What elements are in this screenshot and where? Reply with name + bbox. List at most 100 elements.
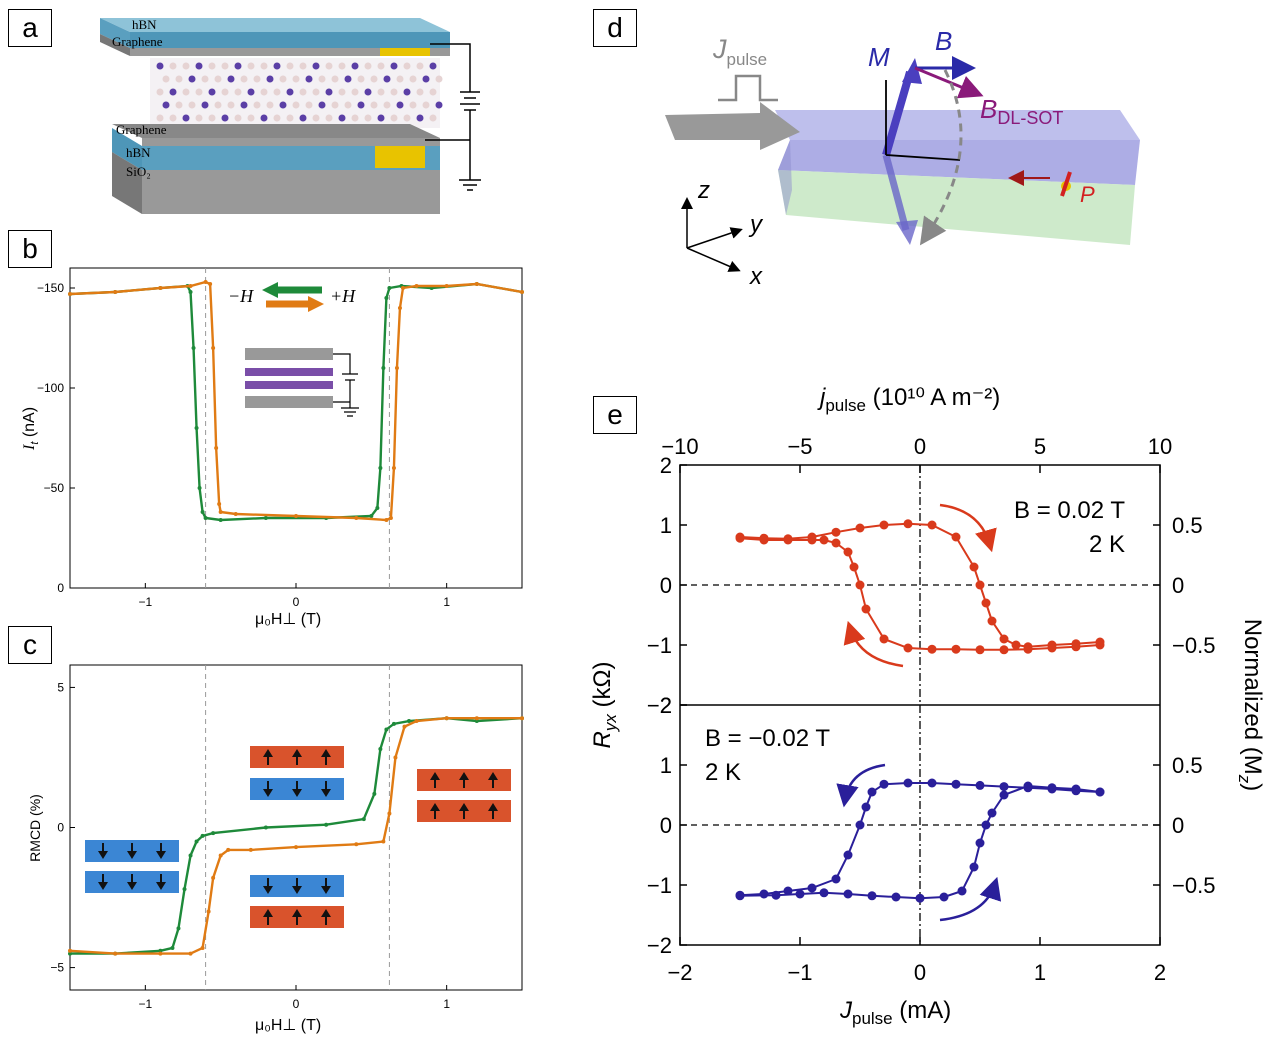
chart-b-point [233, 512, 238, 516]
chart-e-bottom-point [1023, 781, 1033, 791]
panel-label-d: d [593, 9, 637, 47]
annot-bottom-t: 2 K [705, 759, 741, 786]
chart-e-bottom-point [867, 787, 877, 797]
chart-e-top-point [975, 580, 985, 590]
panel-d-schematic: Jpulse M B BDL-SOT P z y x [665, 26, 1140, 290]
chart-e-bottom-point [1071, 784, 1081, 794]
atom [422, 101, 430, 109]
chart-c-point [294, 845, 298, 850]
chart-b-point [218, 510, 223, 514]
atom [357, 101, 365, 109]
chart-b-point [194, 426, 199, 430]
atom [435, 101, 443, 109]
atom [357, 75, 365, 83]
chart-b-point [375, 506, 380, 510]
atom [338, 114, 346, 122]
chart-e-top-point [927, 520, 937, 530]
chart-e-top-point [831, 538, 841, 548]
chart-e-bottom-rtick-label: −0.5 [1172, 873, 1215, 898]
atom [195, 114, 203, 122]
atom [299, 62, 307, 70]
chart-b-point [211, 346, 216, 350]
chart-e-bottom-point [999, 782, 1009, 792]
chart-b-point [394, 366, 399, 370]
chart-b-point [444, 284, 449, 288]
chart-e-top-ytick-label: 1 [660, 513, 672, 538]
chart-b-point [381, 366, 386, 370]
label-graphene-top: Graphene [112, 34, 163, 49]
atom [195, 62, 203, 70]
chart-b-point [400, 286, 405, 290]
label-sio2: SiO₂ [126, 164, 151, 179]
chart-c-point [387, 811, 392, 816]
atom [221, 114, 229, 122]
chart-c-point [263, 825, 268, 830]
atom [253, 101, 261, 109]
chart-e-bottom-point [981, 820, 991, 830]
chart-c-point [176, 926, 181, 931]
chart-c-point [381, 839, 386, 844]
chart-c-point [402, 724, 407, 729]
chart-e-top-point [903, 519, 913, 529]
chart-e-top-point [807, 535, 817, 545]
chart-e-xtick-label: −2 [667, 960, 692, 985]
chart-b-point [197, 486, 202, 490]
chart-c-ytick-label: −5 [50, 961, 64, 975]
chart-c-point [407, 719, 411, 724]
spin-down-head [263, 789, 273, 797]
chart-e-top-point [831, 527, 841, 537]
annot-bottom-b: B = −0.02 T [705, 725, 830, 752]
chart-c-frame [69, 664, 523, 991]
atom [429, 114, 437, 122]
label-hbn-top: hBN [132, 17, 157, 32]
annot-top-t: 2 K [1089, 531, 1125, 558]
chart-b-point [113, 290, 118, 294]
chart-e-top-point [927, 644, 937, 654]
chart-e-top-point [849, 562, 859, 572]
atom [318, 101, 326, 109]
chart-e-bottom-point [999, 790, 1009, 800]
chart-b-point [369, 514, 374, 518]
chart-e-top-point [999, 645, 1009, 655]
atom [429, 88, 437, 96]
chart-e-top-point [879, 634, 889, 644]
chart-c-point [384, 727, 389, 732]
chart-e-bottom-point [951, 779, 961, 789]
atom [221, 88, 229, 96]
chart-e-top-point [783, 535, 793, 545]
chart-e-top-ytick-label: 2 [660, 453, 672, 478]
chart-e-bottom-point [807, 883, 817, 893]
atom [325, 114, 333, 122]
chart-e-bottom-point [939, 892, 949, 902]
atom [286, 114, 294, 122]
chart-e-top-point [951, 532, 961, 542]
circuit-battery [425, 43, 481, 191]
atom [175, 75, 183, 83]
atom [227, 75, 235, 83]
chart-c-point [182, 887, 187, 892]
label-hbn-bottom: hBN [126, 145, 151, 160]
chart-e-top-point [855, 580, 865, 590]
atom [390, 88, 398, 96]
chart-e-bottom-ytick-label: −2 [647, 933, 672, 958]
atom [208, 114, 216, 122]
chart-e-top-point [999, 634, 1009, 644]
atom [403, 114, 411, 122]
chart-e-top-ytick-label: −1 [647, 633, 672, 658]
chart-c-point [211, 875, 216, 880]
chart-e-top-tick-label: −5 [787, 434, 812, 459]
atom [416, 62, 424, 70]
chart-e-top-point [879, 520, 889, 530]
axis-x: x [749, 263, 763, 290]
atom [260, 114, 268, 122]
spin-up-head [488, 772, 498, 780]
chart-c-point [393, 755, 398, 760]
chart-e-xtick-label: 1 [1034, 960, 1046, 985]
atom [312, 114, 320, 122]
chart-c-point [474, 719, 479, 724]
chart-b-point [188, 290, 193, 294]
chart-c-point [113, 951, 118, 956]
